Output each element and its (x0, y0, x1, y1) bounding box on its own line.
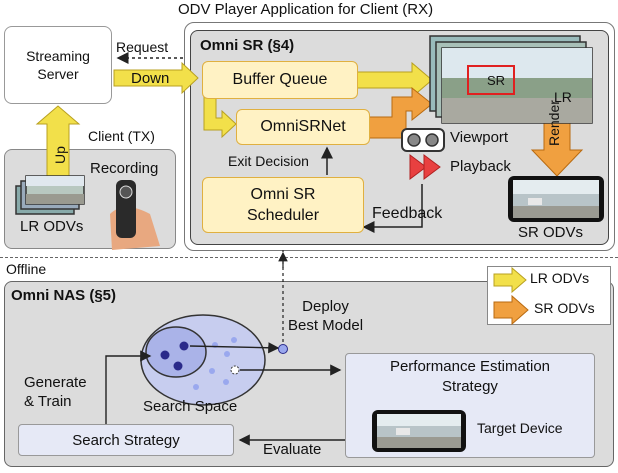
recording-label: Recording (90, 160, 159, 177)
legend-lr-arrow (493, 266, 527, 294)
sr-odvs-label: SR ODVs (518, 224, 584, 241)
request-label: Request (116, 39, 169, 55)
search-space-label: Search Space (143, 398, 238, 415)
omni-sr-title: Omni SR (§4) (200, 37, 295, 54)
phone-icon (508, 176, 604, 222)
search-strategy-box: Search Strategy (18, 424, 234, 456)
deploy-arrow (189, 342, 280, 354)
target-device-phone-icon (372, 410, 466, 452)
node-dark (160, 350, 170, 360)
scheduler-label: Omni SR Scheduler (246, 186, 320, 224)
vr-headset-icon (401, 128, 445, 152)
omnisrnet-label: OmniSRNet (260, 118, 346, 135)
buffer-to-net-arrow (203, 96, 237, 139)
client-tx-label: Client (TX) (88, 128, 155, 144)
evaluate-label: Evaluate (263, 441, 322, 458)
playback-label: Playback (450, 158, 511, 175)
best-model-node (278, 344, 288, 354)
sr-region-box (467, 65, 515, 95)
buffer-queue-label: Buffer Queue (232, 71, 328, 88)
sr-badge: SR (487, 73, 506, 88)
legend-sr-arrow (493, 294, 529, 326)
exit-decision-label: Exit Decision (228, 153, 309, 169)
legend-sr-label: SR ODVs (534, 300, 595, 316)
app-title: ODV Player Application for Client (RX) (178, 1, 434, 18)
lr-badge: LR (554, 89, 572, 105)
node-light (223, 379, 229, 385)
offline-divider (0, 257, 618, 258)
generate-train-arrow (105, 350, 152, 424)
odv-frame-stack-icon (429, 35, 593, 124)
legend-lr-label: LR ODVs (530, 270, 590, 286)
streaming-server-box: Streaming Server (4, 26, 112, 104)
lr-odvs-label: LR ODVs (20, 218, 84, 235)
search-strategy-label: Search Strategy (72, 431, 180, 449)
node-light (209, 368, 215, 374)
omni-nas-title: Omni NAS (§5) (11, 287, 117, 304)
camera-360-icon (110, 180, 160, 250)
deploy-label: Deploy Best Model (288, 298, 364, 334)
node-light (224, 351, 230, 357)
net-to-frames-arrow (367, 86, 433, 139)
playback-icon (409, 154, 441, 180)
scheduler-box: Omni SR Scheduler (202, 177, 364, 233)
node-light (231, 337, 237, 343)
feedback-label: Feedback (372, 205, 443, 222)
buffer-queue-box: Buffer Queue (202, 61, 358, 99)
node-candidate (230, 365, 240, 375)
perf-estimation-label: Performance Estimation Strategy (389, 358, 551, 395)
node-light (193, 384, 199, 390)
node-dark (179, 341, 189, 351)
streaming-server-label: Streaming Server (26, 48, 90, 82)
down-arrow (113, 61, 199, 95)
feedback-arrow (362, 184, 423, 233)
down-label: Down (131, 70, 170, 87)
omnisrnet-box: OmniSRNet (236, 109, 370, 145)
node-dark (173, 361, 183, 371)
offline-label: Offline (6, 261, 47, 277)
up-label: Up (52, 146, 68, 164)
buffer-to-frames-arrow (356, 61, 433, 99)
render-label: Render (546, 100, 562, 146)
target-device-label: Target Device (477, 420, 563, 436)
generate-train-label: Generate & Train (24, 374, 87, 410)
lr-odv-stack-icon (15, 175, 85, 215)
viewport-label: Viewport (450, 129, 509, 146)
